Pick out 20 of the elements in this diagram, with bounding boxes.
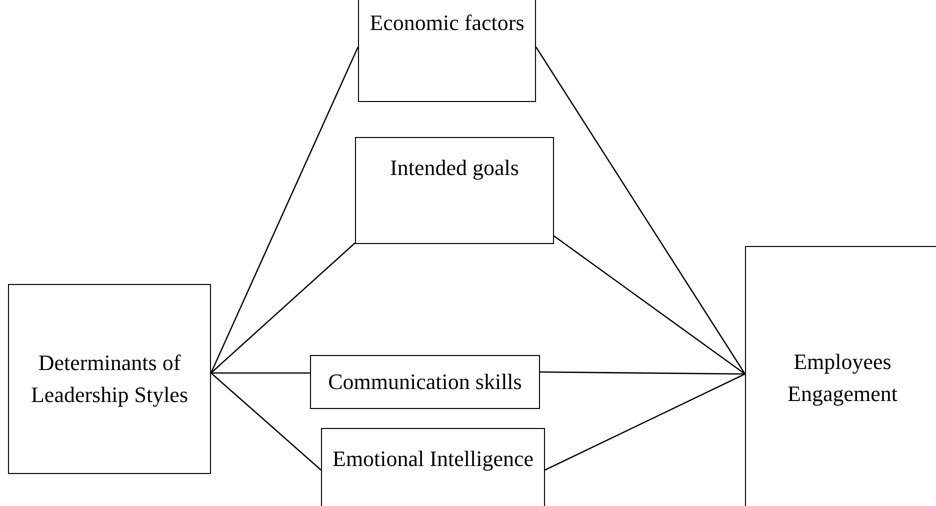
text-box — [355, 137, 554, 244]
box-label: Economic factors — [370, 9, 524, 37]
connector-line — [211, 372, 310, 374]
text-box — [310, 355, 540, 409]
box-label: Determinants of Leadership Styles — [30, 349, 190, 409]
connector-line — [544, 373, 746, 471]
text-box — [745, 246, 936, 506]
text-box — [358, 0, 536, 102]
box-label: Employees Engagement — [786, 348, 898, 408]
box-label: Emotional Intelligence — [332, 445, 534, 473]
connector-line — [535, 46, 746, 374]
box-label: Communication skills — [328, 368, 522, 396]
connector-line — [540, 371, 745, 375]
connector-line — [210, 242, 356, 374]
connector-line — [554, 235, 746, 375]
box-label: Intended goals — [390, 154, 519, 182]
connector-line — [210, 372, 322, 470]
text-box — [321, 428, 545, 506]
connector-line — [210, 46, 359, 374]
text-box — [8, 284, 211, 474]
